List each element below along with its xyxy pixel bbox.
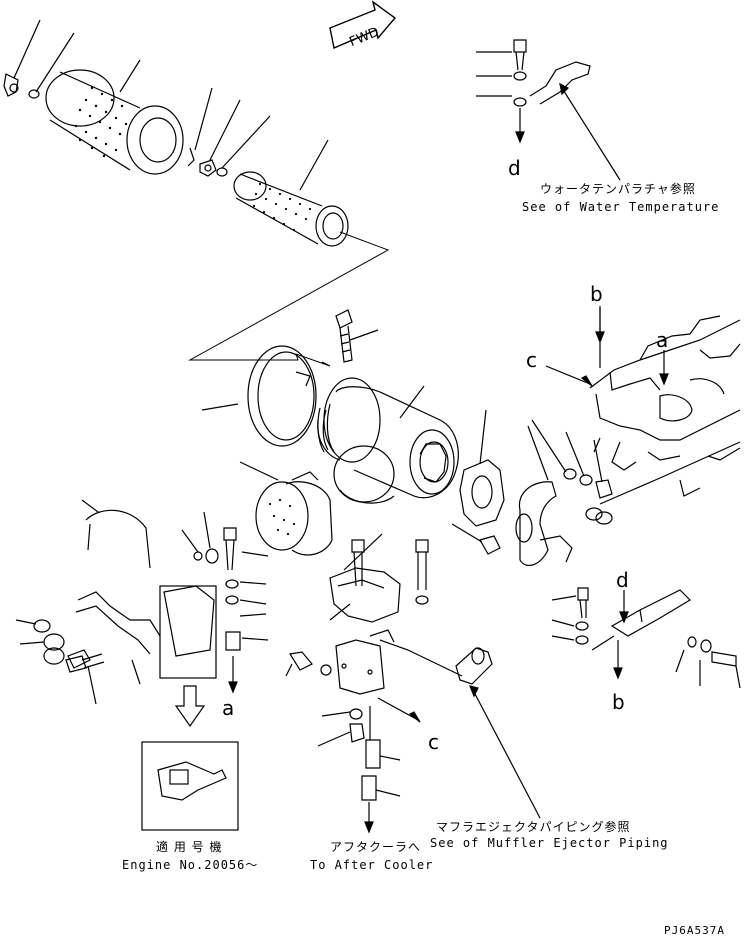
drawing-code: PJ6A537A bbox=[664, 924, 725, 937]
leader-lines-top-left bbox=[13, 19, 329, 191]
clip-nut-washer bbox=[187, 147, 228, 177]
engine-washers bbox=[531, 419, 613, 499]
water-temp-note-jp: ウォータテンパラチャ参照 bbox=[540, 182, 696, 196]
center-mount-bracket bbox=[285, 533, 463, 723]
dust-cup bbox=[239, 461, 333, 556]
air-cleaner-body bbox=[317, 377, 459, 504]
right-bracket-lower bbox=[551, 587, 741, 689]
ref-c-top: c bbox=[526, 348, 537, 372]
ref-c-bottom: c bbox=[428, 730, 439, 754]
serial-note-jp: 適 用 号 機 bbox=[156, 840, 223, 854]
gasket bbox=[459, 409, 505, 527]
ref-d-bottom: d bbox=[616, 568, 629, 592]
water-temperature-bracket bbox=[476, 39, 621, 181]
fwd-arrow-icon: FWD bbox=[329, 0, 397, 50]
detail-box bbox=[141, 741, 239, 831]
ref-d-top: d bbox=[508, 156, 521, 180]
engine-block bbox=[589, 306, 741, 505]
ref-a-top: a bbox=[656, 328, 669, 352]
bolt-stack-left bbox=[223, 527, 269, 694]
top-bolt bbox=[335, 309, 379, 363]
muffler-note-en: See of Muffler Ejector Piping bbox=[430, 836, 669, 850]
break-line bbox=[188, 231, 390, 367]
left-bracket-assembly bbox=[15, 499, 219, 705]
ref-a-bottom: a bbox=[222, 696, 235, 720]
serial-note-en: Engine No.20056～ bbox=[122, 858, 259, 872]
aftercooler-note-jp: アフタクーラへ bbox=[330, 840, 422, 854]
fwd-label: FWD bbox=[347, 25, 381, 50]
ref-b-top: b bbox=[590, 282, 603, 306]
temperature-sensor bbox=[451, 507, 613, 555]
muffler-note-jp: マフラエジェクタパイピング参照 bbox=[436, 820, 631, 834]
bolt-left-bottom bbox=[65, 653, 105, 673]
ref-b-bottom: b bbox=[612, 690, 625, 714]
lower-stack-center bbox=[317, 706, 401, 834]
inner-filter-element bbox=[233, 171, 349, 247]
aftercooler-note-en: To After Cooler bbox=[310, 858, 434, 872]
engine-reference-arrows bbox=[545, 308, 669, 387]
outer-filter-element bbox=[45, 69, 184, 175]
water-temp-note-en: See of Water Temperature bbox=[522, 200, 720, 214]
muffler-ejector-part bbox=[455, 647, 541, 819]
wing-nut-part bbox=[3, 73, 40, 99]
band-clamp bbox=[201, 345, 317, 447]
detail-arrow bbox=[174, 685, 206, 728]
elbow-connector bbox=[515, 425, 573, 567]
